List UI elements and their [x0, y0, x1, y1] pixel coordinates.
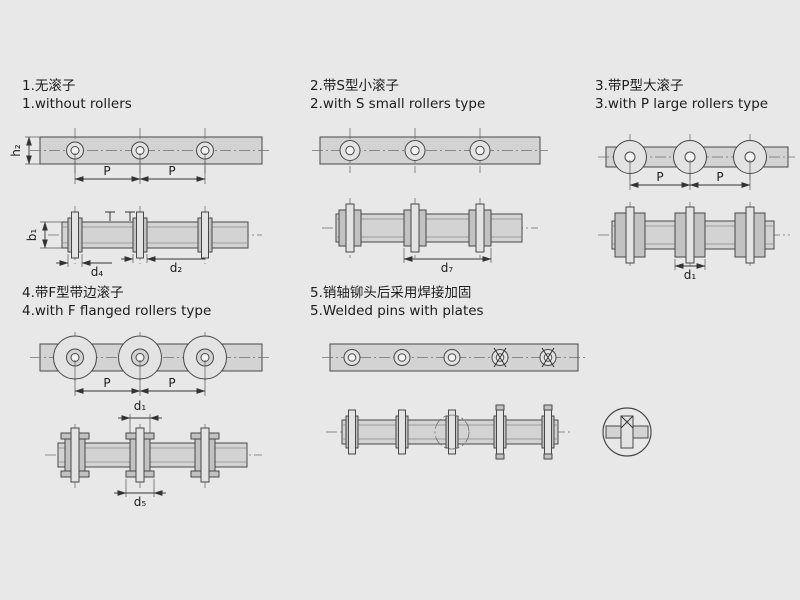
section-2-top-view	[312, 128, 548, 173]
section-1-title-en: 1.without rollers	[22, 96, 132, 112]
weld-detail-view	[602, 407, 652, 457]
section-3-side-view: d₁	[598, 202, 790, 282]
section-4-side-view: d₁ d₅	[45, 399, 262, 509]
thickness-marks	[105, 211, 135, 221]
dim-p-label: P	[168, 164, 175, 178]
section-4-f-flanged-rollers: 4.带F型带边滚子 4.with F flanged rollers type …	[22, 284, 272, 509]
section-1-without-rollers: 1.无滚子 1.without rollers h₂ P P	[9, 77, 272, 279]
dim-p-label: P	[103, 164, 110, 178]
dim-p-label: P	[103, 376, 110, 390]
section-2-s-small-rollers: 2.带S型小滚子 2.with S small rollers type	[310, 77, 548, 275]
section-2-side-view: d₇	[322, 198, 538, 275]
section-5-top-view	[322, 343, 586, 372]
section-1-top-view: h₂ P P	[9, 128, 272, 184]
dim-p-label: P	[168, 376, 175, 390]
section-5-title-zh: 5.销轴铆头后采用焊接加固	[310, 284, 471, 301]
dim-d4-label: d₄	[91, 265, 104, 279]
dim-d5-label: d₅	[134, 495, 147, 509]
section-1-title-zh: 1.无滚子	[22, 77, 75, 94]
dim-d2-label: d₂	[170, 261, 183, 275]
section-4-title-en: 4.with F flanged rollers type	[22, 303, 211, 319]
dim-p-label: P	[656, 170, 663, 184]
dim-d1-label: d₁	[134, 399, 147, 413]
section-5-welded-pins: 5.销轴铆头后采用焊接加固 5.Welded pins with plates	[310, 284, 652, 460]
section-4-title-zh: 4.带F型带边滚子	[22, 284, 124, 301]
section-5-side-view	[326, 404, 572, 460]
weld-x-mark	[620, 415, 634, 429]
dim-b1-label: b₁	[25, 229, 39, 242]
section-3-title-zh: 3.带P型大滚子	[595, 77, 684, 94]
dim-d1-label: d₁	[684, 268, 697, 282]
welded-pin-heads	[495, 404, 553, 460]
section-2-title-zh: 2.带S型小滚子	[310, 77, 399, 94]
dim-p-label: P	[716, 170, 723, 184]
section-2-title-en: 2.with S small rollers type	[310, 96, 485, 112]
section-4-top-view: P P	[30, 332, 272, 396]
section-1-side-view: b₁ d₄ d₂	[25, 206, 262, 279]
weld-x-marks	[493, 347, 555, 368]
dim-d7-label: d₇	[441, 261, 454, 275]
section-3-p-large-rollers: 3.带P型大滚子 3.with P large rollers type P P	[595, 77, 795, 282]
section-3-top-view: P P	[598, 134, 795, 190]
detail-callout-circle	[434, 414, 470, 450]
section-5-title-en: 5.Welded pins with plates	[310, 303, 484, 319]
dim-h2-label: h₂	[9, 144, 23, 157]
section-3-title-en: 3.with P large rollers type	[595, 96, 768, 112]
